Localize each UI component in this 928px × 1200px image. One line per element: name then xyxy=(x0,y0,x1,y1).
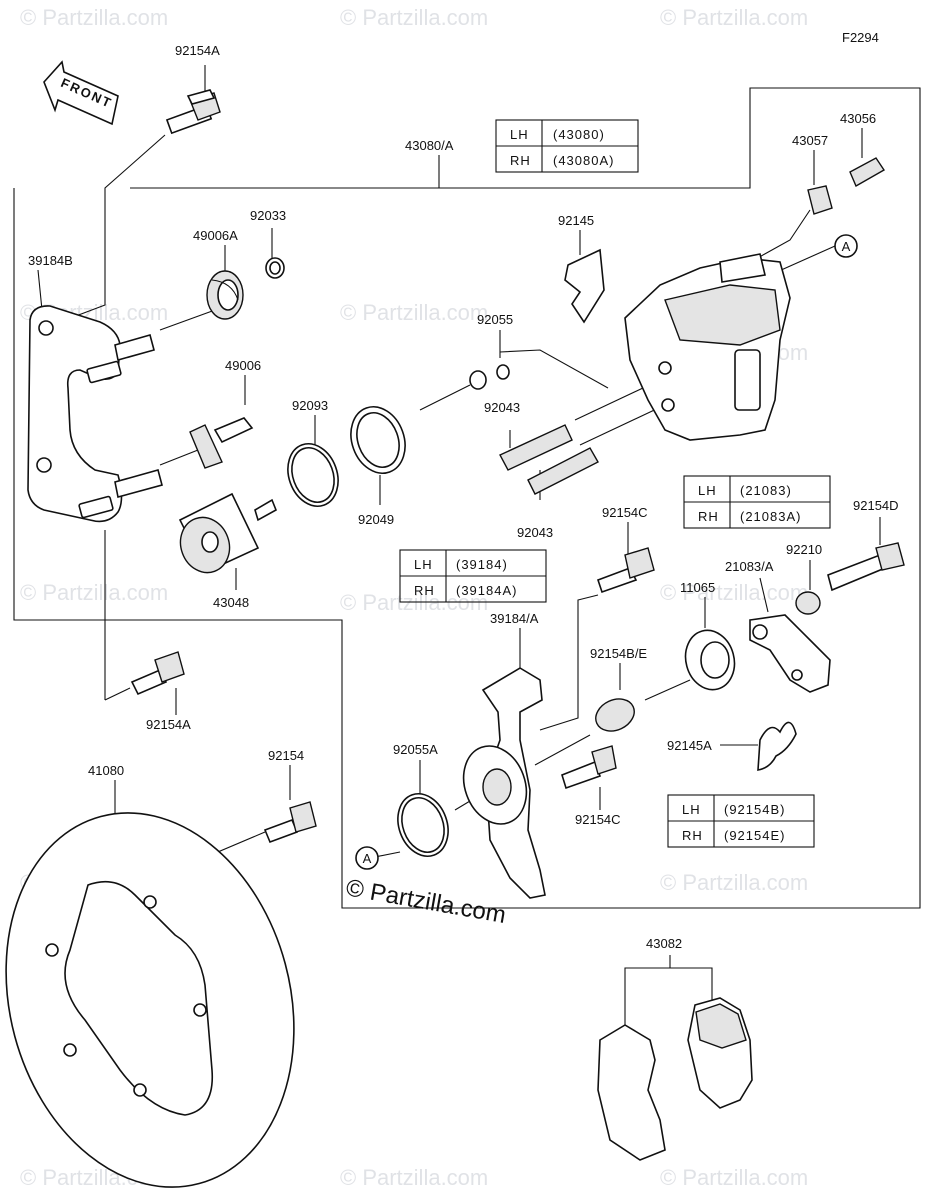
lhrh-table-caliper: LH (43080) RH (43080A) xyxy=(495,119,639,173)
part-label: 92210 xyxy=(786,542,822,557)
part-label: 43082 xyxy=(646,936,682,951)
part-label: 92154 xyxy=(268,748,304,763)
piston-43048 xyxy=(178,492,278,574)
seal-92049 xyxy=(350,406,406,474)
part-label: 92033 xyxy=(250,208,286,223)
washer-92055 xyxy=(469,364,510,390)
table-cell: (92154E) xyxy=(724,828,785,843)
nut-92210 xyxy=(795,591,821,615)
watermark: © Partzilla.com xyxy=(20,580,168,605)
figure-code: F2294 xyxy=(842,30,879,45)
table-cell: (39184A) xyxy=(456,583,517,598)
part-label: 49006 xyxy=(225,358,261,373)
table-cell: (21083A) xyxy=(740,509,801,524)
part-label: 92093 xyxy=(292,398,328,413)
table-cell: LH xyxy=(414,557,433,572)
part-label: 43080/A xyxy=(405,138,454,153)
bleeder-43057 xyxy=(807,185,833,215)
part-label: 92055 xyxy=(477,312,513,327)
disc-41080 xyxy=(5,812,295,1188)
lhrh-table-bolt: LH (92154B) RH (92154E) xyxy=(667,794,815,848)
pins-92043 xyxy=(499,424,599,495)
lhrh-table-bracket: LH (39184) RH (39184A) xyxy=(399,549,547,603)
front-arrow: FRONT xyxy=(43,60,119,126)
table-cell: (43080A) xyxy=(553,153,614,168)
boot-92154be xyxy=(595,698,635,732)
clip-92145 xyxy=(564,248,605,324)
part-label: 92154D xyxy=(853,498,899,513)
table-cell: LH xyxy=(510,127,529,142)
part-label: 92154A xyxy=(175,43,220,58)
part-label: 92145 xyxy=(558,213,594,228)
part-label: 92145A xyxy=(667,738,712,753)
bracket-39184b xyxy=(27,305,163,523)
bolt-92154c-bot xyxy=(561,745,617,790)
part-label: 41080 xyxy=(88,763,124,778)
oring-92055a xyxy=(397,793,449,857)
part-label: 92043 xyxy=(484,400,520,415)
watermark: © Partzilla.com xyxy=(660,580,808,605)
spring-92145a xyxy=(757,721,797,771)
boot-49006a xyxy=(206,270,244,320)
table-cell: (92154B) xyxy=(724,802,785,817)
watermark: © Partzilla.com xyxy=(660,5,808,30)
part-label: 43056 xyxy=(840,111,876,126)
part-label: 21083/A xyxy=(725,559,774,574)
part-label: 92049 xyxy=(358,512,394,527)
bolt-92154a-top xyxy=(165,89,221,135)
callout-a-letter: A xyxy=(363,851,372,866)
lever-21083 xyxy=(749,614,831,693)
part-label: 92154B/E xyxy=(590,646,647,661)
watermark: © Partzilla.com xyxy=(20,5,168,30)
caliper-43080 xyxy=(624,253,791,441)
part-label: 92154C xyxy=(602,505,648,520)
bolt-92154 xyxy=(263,801,317,844)
callout-a-letter: A xyxy=(842,239,851,254)
part-label: 92055A xyxy=(393,742,438,757)
callout-a-top: A xyxy=(834,234,858,258)
lhrh-table-lever: LH (21083) RH (21083A) xyxy=(683,475,831,529)
part-label: 92154A xyxy=(146,717,191,732)
part-label: 49006A xyxy=(193,228,238,243)
watermark: © Partzilla.com xyxy=(660,870,808,895)
table-cell: RH xyxy=(414,583,435,598)
oring-92093 xyxy=(287,443,339,507)
part-label: 92043 xyxy=(517,525,553,540)
pads-43082 xyxy=(597,997,753,1161)
table-cell: (39184) xyxy=(456,557,508,572)
bearing-11065 xyxy=(684,629,736,691)
table-cell: RH xyxy=(698,509,719,524)
table-cell: (43080) xyxy=(553,127,605,142)
part-label: 43057 xyxy=(792,133,828,148)
part-labels: 92154A 43080/A 43057 43056 92033 49006A … xyxy=(28,43,899,951)
bracket-39184a xyxy=(462,667,546,899)
part-label: 11065 xyxy=(680,580,715,595)
cap-43056 xyxy=(849,157,885,187)
table-cell: LH xyxy=(698,483,717,498)
part-label: 43048 xyxy=(213,595,249,610)
brand-text: © Partzilla.com xyxy=(344,874,508,929)
part-label: 39184B xyxy=(28,253,73,268)
part-label: 92154C xyxy=(575,812,621,827)
callout-a-bottom: A xyxy=(355,846,379,870)
watermark: © Partzilla.com xyxy=(660,1165,808,1190)
pin-49006 xyxy=(189,417,254,469)
bolt-92154d xyxy=(827,542,905,592)
ring-92033 xyxy=(265,257,285,279)
watermark: © Partzilla.com xyxy=(340,1165,488,1190)
watermark-layer: © Partzilla.com © Partzilla.com © Partzi… xyxy=(20,5,808,1190)
watermark: © Partzilla.com xyxy=(340,300,488,325)
watermark: © Partzilla.com xyxy=(340,5,488,30)
table-cell: RH xyxy=(510,153,531,168)
table-cell: LH xyxy=(682,802,701,817)
table-cell: RH xyxy=(682,828,703,843)
bolt-92154a-bot xyxy=(130,651,185,696)
bolt-92154c-top xyxy=(596,547,655,594)
part-label: 39184/A xyxy=(490,611,539,626)
table-cell: (21083) xyxy=(740,483,792,498)
assembly-outline xyxy=(13,87,921,909)
